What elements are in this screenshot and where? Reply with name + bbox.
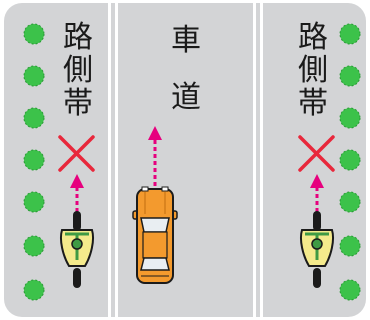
shrub-icon bbox=[339, 107, 361, 129]
arrow-icon bbox=[70, 174, 84, 212]
shrub-icon bbox=[23, 65, 45, 87]
label-char: 帯 bbox=[63, 86, 93, 121]
cross-icon bbox=[58, 135, 95, 172]
shrub-icon bbox=[23, 191, 45, 213]
right-lane-line bbox=[253, 3, 263, 317]
shrub-icon bbox=[339, 149, 361, 171]
shrub-icon bbox=[23, 149, 45, 171]
shrub-icon bbox=[23, 23, 45, 45]
left-shrub-row bbox=[23, 23, 45, 301]
center-road-label: 車 道 bbox=[171, 23, 201, 115]
left-lane-line bbox=[108, 3, 118, 317]
road-surface bbox=[4, 3, 366, 317]
shrub-icon bbox=[339, 23, 361, 45]
label-char: 帯 bbox=[298, 86, 328, 121]
shrub-icon bbox=[23, 235, 45, 257]
shrub-icon bbox=[23, 107, 45, 129]
left-shoulder-label: 路 側 帯 bbox=[63, 20, 93, 121]
right-shrub-row bbox=[339, 23, 361, 301]
shrub-icon bbox=[23, 279, 45, 301]
label-char: 道 bbox=[171, 80, 201, 115]
bicycle-icon bbox=[299, 211, 335, 288]
cross-icon bbox=[298, 135, 335, 172]
label-char: 車 bbox=[171, 23, 201, 58]
shrub-icon bbox=[339, 235, 361, 257]
arrow-icon bbox=[310, 174, 324, 212]
shrub-icon bbox=[339, 279, 361, 301]
shrub-icon bbox=[339, 65, 361, 87]
label-char: 側 bbox=[298, 53, 328, 88]
bicycle-icon bbox=[59, 211, 95, 288]
car-icon bbox=[132, 186, 178, 284]
right-shoulder-label: 路 側 帯 bbox=[298, 20, 328, 121]
shrub-icon bbox=[339, 191, 361, 213]
label-char: 路 bbox=[63, 20, 93, 55]
label-char: 路 bbox=[298, 20, 328, 55]
label-char: 側 bbox=[63, 53, 93, 88]
arrow-icon bbox=[148, 126, 162, 186]
